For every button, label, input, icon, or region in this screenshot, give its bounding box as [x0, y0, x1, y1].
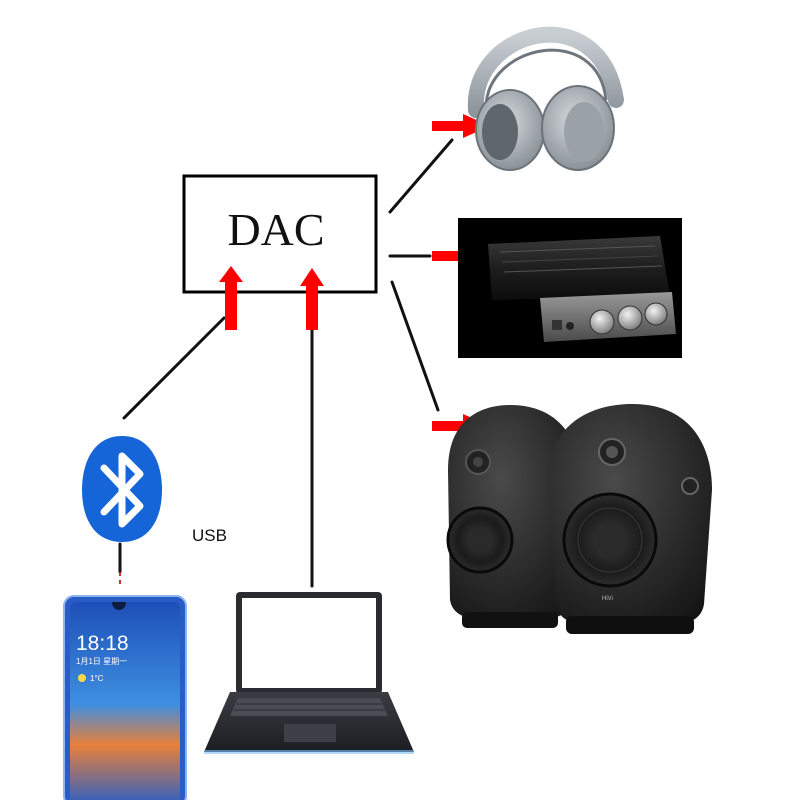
phone-date: 1月1日 星期一	[76, 657, 127, 666]
arrow-into-dac-right	[300, 268, 324, 330]
amp-knob-3	[644, 302, 668, 326]
laptop-keyboard	[230, 698, 388, 716]
headphones-icon	[467, 26, 624, 171]
laptop-icon	[204, 592, 414, 754]
speaker-brand: HiVi	[602, 596, 613, 602]
arrow-into-dac-left	[219, 266, 243, 330]
speakers-icon: HiVi	[446, 404, 712, 634]
line-bluetooth-to-dac	[122, 316, 226, 420]
bluetooth-icon	[82, 436, 162, 542]
usb-label: USB	[192, 526, 227, 545]
line-dac-to-headphones	[388, 138, 454, 214]
amp-knob-1	[589, 309, 615, 335]
amplifier-icon	[458, 218, 682, 358]
dac-label: DAC	[227, 204, 324, 255]
phone-weather: 1°C	[90, 674, 104, 683]
phone-time: 18:18	[76, 632, 129, 655]
amp-knob-2	[617, 305, 643, 331]
line-dac-to-speakers	[390, 280, 440, 412]
smartphone-icon: 18:18 1月1日 星期一 1°C	[63, 595, 187, 800]
connector-lines	[118, 138, 454, 588]
dac-box: DAC	[182, 174, 378, 294]
weather-icon	[78, 674, 86, 682]
laptop-trackpad	[284, 724, 336, 742]
